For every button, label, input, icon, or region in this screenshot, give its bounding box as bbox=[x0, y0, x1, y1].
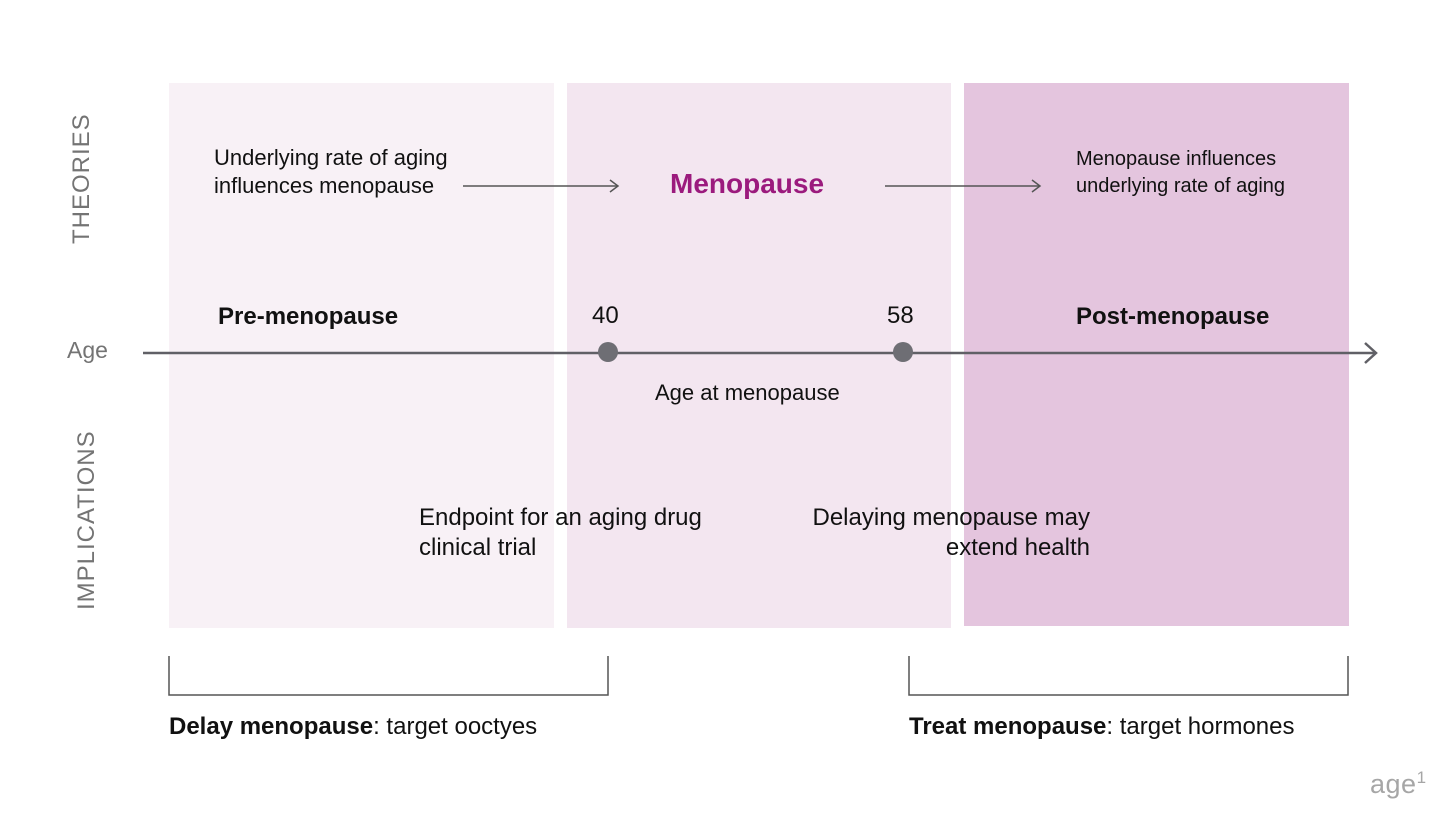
menopause-panel bbox=[567, 83, 951, 628]
theory-menopause-title: Menopause bbox=[670, 168, 825, 199]
strategy-treat-menopause-target: : target hormones bbox=[1106, 713, 1295, 740]
strategy-treat-menopause: Treat menopause: target hormones bbox=[909, 713, 1295, 741]
stage-pre-menopause: Pre-menopause bbox=[218, 303, 399, 330]
theory-menopause-influences-aging: Menopause influences underlying rate of … bbox=[1076, 148, 1286, 197]
age-at-menopause-label: Age at menopause bbox=[655, 380, 840, 405]
brand-logo: age1 bbox=[1370, 768, 1427, 800]
theory-arrow-right-head bbox=[1031, 179, 1042, 193]
age-axis-label: Age bbox=[67, 337, 108, 363]
age-marker-58-label: 58 bbox=[887, 302, 914, 329]
post-menopause-panel bbox=[964, 83, 1349, 626]
implication-clinical-trial-endpoint: Endpoint for an aging drug clinical tria… bbox=[419, 504, 702, 561]
strategy-delay-menopause: Delay menopause: target ooctyes bbox=[169, 713, 537, 741]
age-marker-40-label: 40 bbox=[592, 302, 619, 329]
stage-post-menopause: Post-menopause bbox=[1076, 303, 1270, 330]
strategy-delay-menopause-title: Delay menopause bbox=[169, 713, 374, 740]
delay-menopause-bracket bbox=[168, 656, 609, 696]
theory-aging-influences-menopause: Underlying rate of aging influences meno… bbox=[214, 145, 448, 198]
brand-logo-superscript: 1 bbox=[1416, 768, 1427, 787]
theory-arrow-left-head bbox=[609, 179, 620, 193]
age-58-marker bbox=[893, 342, 913, 362]
age-axis-arrowhead bbox=[1364, 342, 1378, 364]
brand-logo-text: age bbox=[1370, 769, 1417, 799]
treat-menopause-bracket bbox=[908, 656, 1349, 696]
implication-delay-menopause-health: Delaying menopause may extend health bbox=[812, 504, 1091, 561]
strategy-treat-menopause-title: Treat menopause bbox=[909, 713, 1107, 740]
age-40-marker bbox=[598, 342, 618, 362]
pre-menopause-panel bbox=[169, 83, 554, 628]
strategy-delay-menopause-target: : target ooctyes bbox=[373, 713, 538, 740]
theories-section-label: THEORIES bbox=[68, 113, 95, 244]
implications-section-label: IMPLICATIONS bbox=[73, 430, 100, 610]
